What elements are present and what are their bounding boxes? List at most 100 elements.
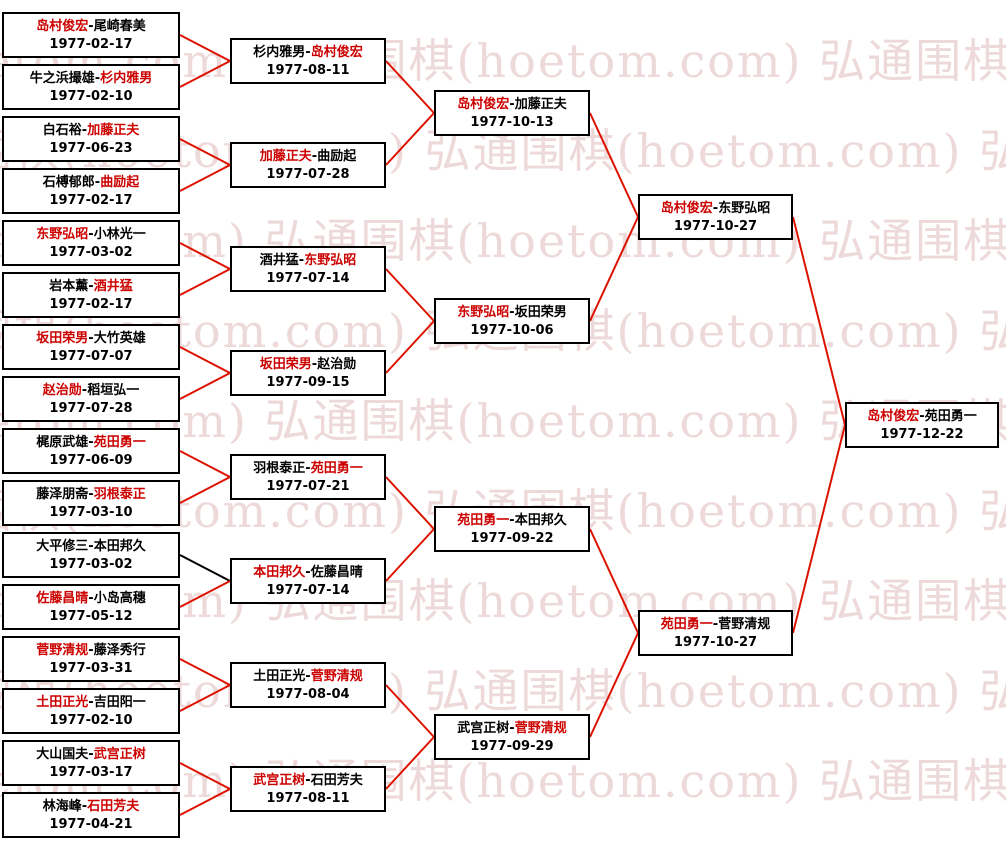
match-date: 1977-09-15 xyxy=(266,375,350,390)
name-separator: - xyxy=(81,383,88,398)
name-separator: - xyxy=(88,279,94,294)
match-date: 1977-08-11 xyxy=(266,791,350,806)
match-date: 1977-07-14 xyxy=(266,271,350,286)
winner-name: 苑田勇一 xyxy=(93,435,146,450)
match-date: 1977-08-04 xyxy=(266,687,350,702)
match-date: 1977-04-21 xyxy=(49,817,133,832)
match-date: 1977-03-17 xyxy=(49,765,133,780)
match-date: 1977-03-31 xyxy=(49,661,133,676)
player-name: 武宫正树 xyxy=(457,721,510,736)
match-date: 1977-10-06 xyxy=(470,323,554,338)
winner-name: 杉内雅男 xyxy=(100,71,153,86)
connector-line xyxy=(179,658,231,686)
match-players: 武宫正树-菅野清规 xyxy=(436,719,588,738)
connector-line xyxy=(589,632,639,738)
player-name: 大山国夫 xyxy=(36,747,89,762)
player-name: 本田邦久 xyxy=(514,513,567,528)
player-name: 藤泽秀行 xyxy=(93,643,146,658)
connector-line xyxy=(179,242,231,270)
name-separator: - xyxy=(94,71,101,86)
match-players: 岛村俊宏-苑田勇一 xyxy=(847,407,997,426)
winner-name: 苑田勇一 xyxy=(457,513,510,528)
connector-line xyxy=(179,580,231,608)
match-players: 岛村俊宏-加藤正夫 xyxy=(436,95,588,114)
player-name: 大平修三 xyxy=(36,539,89,554)
connector-line xyxy=(792,424,846,634)
name-separator: - xyxy=(305,461,311,476)
winner-name: 石田芳夫 xyxy=(87,799,140,814)
match-date: 1977-07-28 xyxy=(49,401,133,416)
name-separator: - xyxy=(94,175,101,190)
player-name: 坂田荣男 xyxy=(514,305,567,320)
match-date: 1977-07-07 xyxy=(49,349,133,364)
connector-line xyxy=(179,476,231,504)
connector-line xyxy=(385,268,435,322)
match-players: 佐藤昌晴-小岛高穗 xyxy=(4,589,178,608)
player-name: 加藤正夫 xyxy=(514,97,567,112)
player-name: 小林光一 xyxy=(93,227,146,242)
match-date: 1977-03-02 xyxy=(49,245,133,260)
winner-name: 本田邦久 xyxy=(253,565,306,580)
match-date: 1977-10-27 xyxy=(673,219,758,234)
winner-name: 武宫正树 xyxy=(253,773,306,788)
winner-name: 菅野清规 xyxy=(36,643,89,658)
winner-name: 曲励起 xyxy=(100,175,140,190)
match-players: 苑田勇一-本田邦久 xyxy=(436,511,588,530)
match-players: 林海峰-石田芳夫 xyxy=(4,797,178,816)
name-separator: - xyxy=(88,19,94,34)
connector-line xyxy=(179,554,231,582)
winner-name: 菅野清规 xyxy=(514,721,567,736)
match-players: 大平修三-本田邦久 xyxy=(4,537,178,556)
match-date: 1977-03-10 xyxy=(49,505,133,520)
match-date: 1977-07-14 xyxy=(266,583,350,598)
match-players: 牛之浜撮雄-杉内雅男 xyxy=(4,69,178,88)
match-date: 1977-02-17 xyxy=(49,297,133,312)
name-separator: - xyxy=(81,799,88,814)
name-separator: - xyxy=(88,695,94,710)
name-separator: - xyxy=(81,123,88,138)
winner-name: 岛村俊宏 xyxy=(36,19,89,34)
match-date: 1977-10-27 xyxy=(673,635,758,650)
name-separator: - xyxy=(509,721,515,736)
player-name: 赵治勋 xyxy=(317,357,357,372)
name-separator: - xyxy=(305,669,311,684)
player-name: 石榑郁郎 xyxy=(42,175,95,190)
connector-line xyxy=(179,762,231,790)
match-date: 1977-02-17 xyxy=(49,37,133,52)
name-separator: - xyxy=(88,435,94,450)
match-players: 坂田荣男-赵治勋 xyxy=(232,355,384,374)
name-separator: - xyxy=(509,97,515,112)
connector-line xyxy=(385,684,435,738)
player-name: 岩本薰 xyxy=(49,279,89,294)
player-name: 石田芳夫 xyxy=(310,773,363,788)
winner-name: 羽根泰正 xyxy=(93,487,146,502)
match-players: 东野弘昭-坂田荣男 xyxy=(436,303,588,322)
match-date: 1977-07-28 xyxy=(266,167,350,182)
match-players: 苑田勇一-菅野清规 xyxy=(640,615,791,634)
connector-line xyxy=(385,60,435,114)
player-name: 东野弘昭 xyxy=(718,201,771,216)
connector-line xyxy=(179,684,231,712)
name-separator: - xyxy=(311,357,318,372)
player-name: 牛之浜撮雄 xyxy=(29,71,95,86)
match-players: 岩本薰-酒井猛 xyxy=(4,277,178,296)
match-date: 1977-08-11 xyxy=(266,63,350,78)
match-date: 1977-09-29 xyxy=(470,739,554,754)
winner-name: 苑田勇一 xyxy=(660,617,713,632)
